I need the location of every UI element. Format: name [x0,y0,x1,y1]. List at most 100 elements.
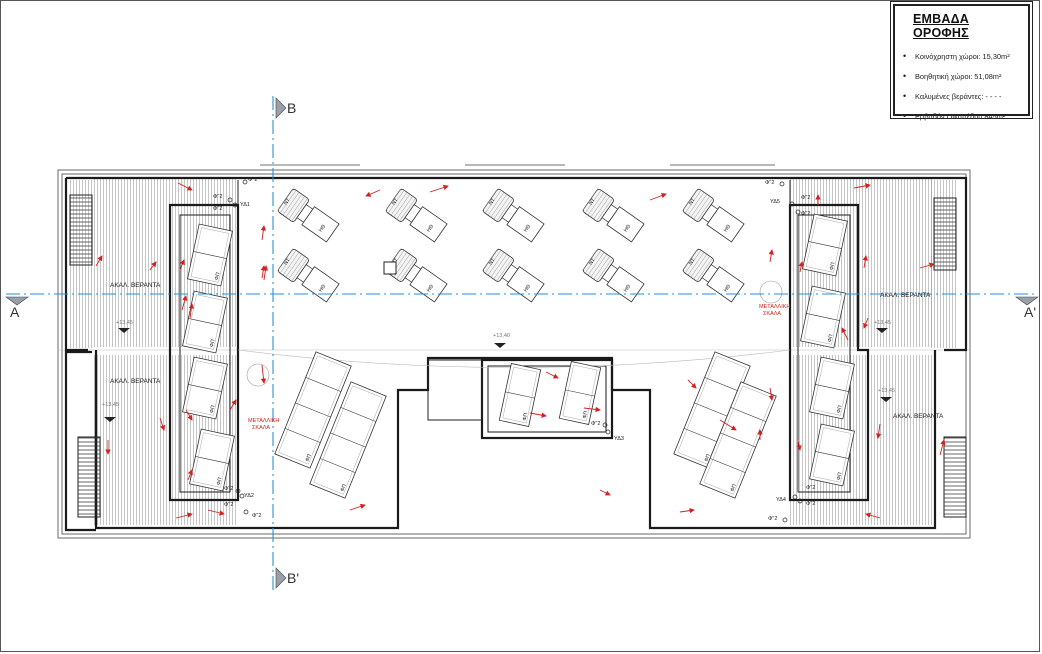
veranda-label-left-lower: ΑΚΑΛ. ΒΕΡΑΝΤΑ [110,378,161,385]
flow-arrow [175,512,193,519]
flow-arrow [262,265,269,281]
flow-arrow [365,189,381,197]
flow-arrow [429,184,449,193]
roof-area-legend: ΕΜΒΑΔΑ ΟΡΟΦΗΣ Κοινόχρηστη χώροι: 15,30m²… [890,1,1033,121]
solar-panel: ΦΠ [309,381,387,499]
drain-label-phi2-f: Φ"2 [252,513,262,519]
drain-label-phi2-b: Φ"2 [213,194,223,200]
drain-label-ydr3: ΥΔ3 [614,436,624,442]
section-markers [5,97,1039,589]
heater-label: ΗΘ [623,224,632,234]
legend-item-common-areas: Κοινόχρηστη χώροι: 15,30m² [903,46,1022,66]
solar-panel-label: ΦΠ [829,262,837,271]
level-right-lower: +13,45 [878,388,895,394]
drain-label-phi2-g: Φ"2 [591,421,601,427]
flow-arrow [768,387,774,401]
legend-item-covered-verandas: Καλυμένες βεράντες: - - - - [903,86,1022,106]
solar-panel: ΦΠ [498,363,542,427]
solar-panel-label: ΦΠ [836,405,844,414]
solar-panel-label: ΦΠ [214,272,222,281]
tank-label: ΝΤ [283,257,292,266]
metal-stair-label-right-2: ΣΚΑΛΑ [763,311,782,317]
flow-arrow [229,399,237,411]
level-center: +13,40 [493,333,510,339]
level-markers [104,328,892,422]
vent-square [383,261,397,275]
solar-panel: ΦΠ [809,423,855,487]
solar-panel-label: ΦΠ [522,412,530,421]
level-left-upper: +13,45 [116,320,133,326]
flow-arrow [679,507,695,514]
drain-label-ydr2: ΥΔ2 [244,493,254,499]
solar-panel: ΦΠ [800,285,846,349]
tank-label: ΝΤ [688,197,697,206]
tank-label: ΝΤ [588,257,597,266]
flow-arrow [529,412,547,418]
flow-arrow [649,193,667,201]
solar-panel-label: ΦΠ [703,453,712,463]
heater-label: ΗΘ [723,224,732,234]
section-label-b-prime: B' [287,570,300,586]
flow-arrow [260,265,266,279]
heater-label: ΗΘ [723,284,732,294]
drain-label-phi2-j: Φ"2 [768,516,778,522]
solar-panel: ΦΠ [187,223,233,287]
flow-arrow [207,509,225,516]
drain-label-phi2-i: Φ"2 [806,501,816,507]
flow-arrow [260,225,267,241]
solar-water-heater: ΝΤ ΗΘ [482,248,545,303]
solar-panel: ΦΠ [189,428,235,492]
tank-label: ΝΤ [488,257,497,266]
legend-item-plot-area: Εμβαδόν Οικοπέδου:845m² [903,106,1022,126]
stairs [69,194,967,518]
veranda-label-right-lower: ΑΚΑΛ. ΒΕΡΑΝΤΑ [893,413,944,420]
legend-list: Κοινόχρηστη χώροι: 15,30m² Βοηθητική χώρ… [903,46,1022,126]
flow-arrow [939,439,946,456]
drain-label-phi2-c: Φ"2 [213,206,223,212]
flow-arrow [798,261,804,273]
flow-arrow [853,183,871,189]
flow-arrow [919,262,935,269]
metal-stair-label-right-1: ΜΕΤΑΛΛΙΚΗ [759,304,791,310]
metal-stair-label-left-1: ΜΕΤΑΛΛΙΚΗ [248,418,280,424]
solar-panel-label: ΦΠ [729,483,738,493]
flow-arrow [349,503,366,511]
legend-title: ΕΜΒΑΔΑ ΟΡΟΦΗΣ [913,12,970,40]
drain-label-phi2-a: Φ"2 [248,177,258,183]
flow-arrow [260,364,267,384]
solar-panel: ΦΠ [274,351,352,469]
veranda-label-left-upper: ΑΚΑΛ. ΒΕΡΑΝΤΑ [110,282,161,289]
solar-panel-label: ΦΠ [304,453,313,463]
heater-label: ΗΘ [523,224,532,234]
heater-label: ΗΘ [623,284,632,294]
drain-label-phi2-e: Φ"2 [224,502,234,508]
heater-label: ΗΘ [426,224,435,234]
flow-arrow [768,249,774,263]
section-label-a: A [10,304,20,320]
level-right-upper: +13,45 [874,320,891,326]
drain-label-phi2-d: Φ"2 [224,486,234,492]
solar-water-heater: ΝΤ ΗΘ [582,248,645,303]
solar-panel-label: ΦΠ [827,334,835,343]
flow-arrow [95,255,103,267]
drain-points [227,179,803,523]
tank-label: ΝΤ [488,197,497,206]
parapet-walls [64,176,968,532]
flow-arrow [179,259,185,271]
flow-arrow [185,409,193,421]
heater-label: ΗΘ [523,284,532,294]
flow-arrow [599,489,611,496]
drain-label-phi2-m: Φ"2 [801,211,811,217]
flow-arrow [187,469,193,481]
solar-panel: ΦΠ [802,213,848,277]
flow-arrow [796,439,802,451]
solar-panel: ΦΠ [673,351,751,469]
metal-stair-label-left-2: ΣΚΑΛΑ [252,425,271,431]
drain-label-ydr4: ΥΔ4 [776,497,786,503]
